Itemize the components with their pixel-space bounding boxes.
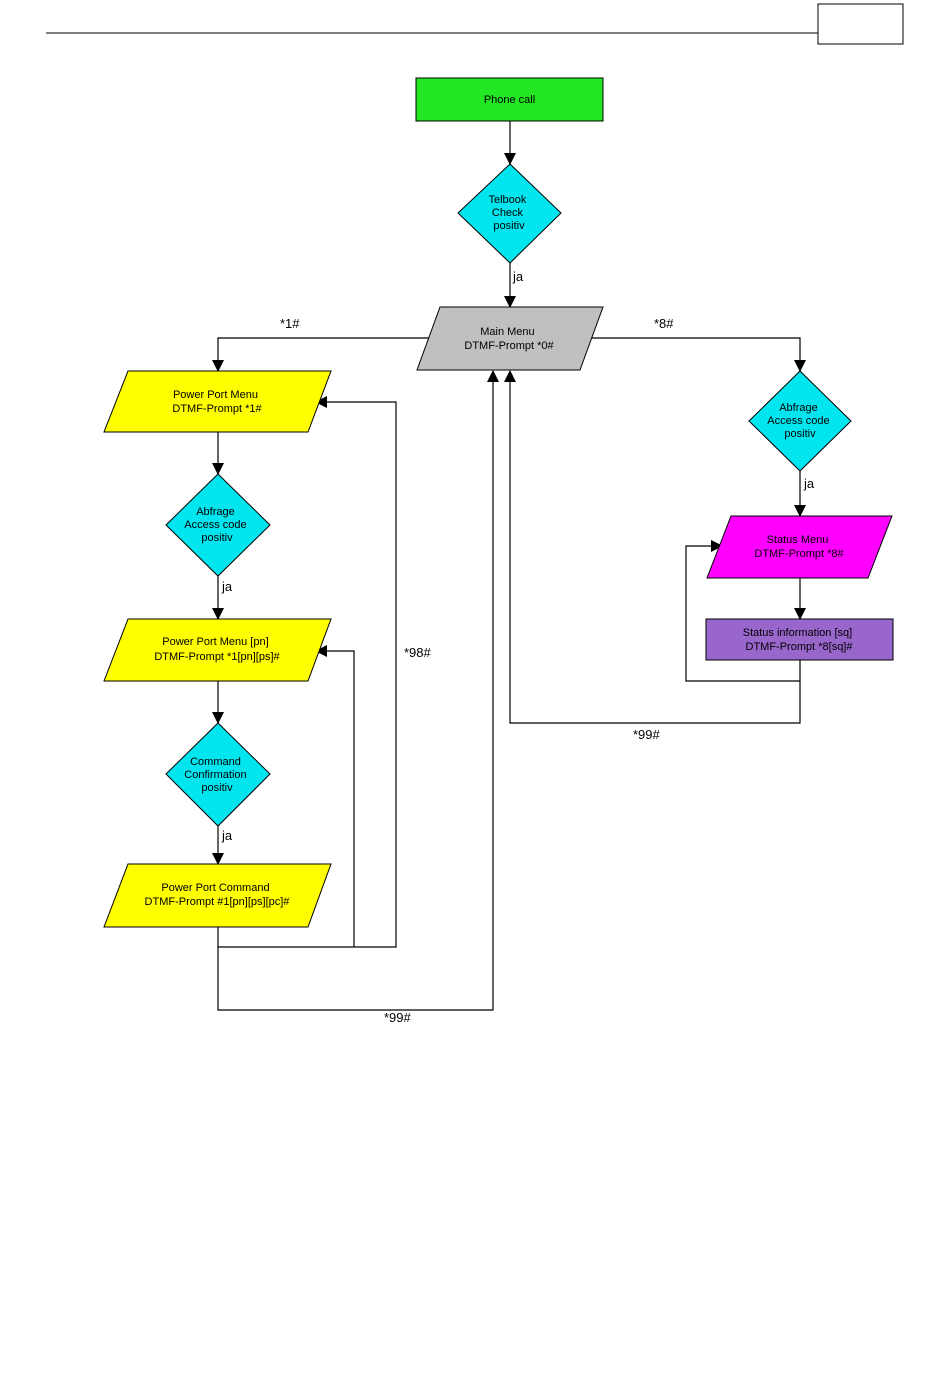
node-phone-call: Phone call [415,77,604,122]
power-port-menu-label: Power Port Menu DTMF-Prompt *1# [172,389,262,415]
telbook-diamond [457,163,562,264]
node-status-menu: Status Menu DTMF-Prompt *8# [706,515,893,579]
connectors [212,121,806,1011]
node-abfrage-right: Abfrage Access code positiv [748,370,852,472]
abfrage-left-label: Abfrage Access code positiv [184,506,249,544]
page-number-box [817,3,904,45]
node-telbook-check: Telbook Check positiv [457,163,562,264]
label-ja-abfrage-left: ja [221,579,233,594]
phone-call-label: Phone call [484,94,535,106]
label-star99-left: *99# [384,1010,412,1025]
node-command-confirmation: Command Confirmation positiv [165,722,271,827]
telbook-label: Telbook Check positiv [489,194,530,232]
node-main-menu: Main Menu DTMF-Prompt *0# [416,306,604,371]
node-status-information: Status information [sq] DTMF-Prompt *8[s… [705,618,894,661]
node-power-port-command: Power Port Command DTMF-Prompt #1[pn][ps… [103,863,332,928]
status-menu-label: Status Menu DTMF-Prompt *8# [754,534,844,560]
abfrage-right-diamond [748,370,852,472]
abfrage-left-diamond [165,473,271,577]
node-power-port-menu: Power Port Menu DTMF-Prompt *1# [103,370,332,433]
power-port-menu-shape [103,370,332,433]
edge-main-to-abfrage-right [590,337,806,372]
node-abfrage-left: Abfrage Access code positiv [165,473,271,577]
command-confirmation-diamond [165,722,271,827]
label-star99-right: *99# [633,727,661,742]
label-star1: *1# [280,316,300,331]
power-port-menu-pn-shape [103,618,332,682]
edge-ppc-to-main-99 [217,370,499,1011]
label-ja-command: ja [221,828,233,843]
edge-main-to-power-port-menu [212,337,430,372]
label-star98: *98# [404,645,432,660]
phone-call-box [415,77,604,122]
main-menu-shape [416,306,604,371]
main-menu-label: Main Menu DTMF-Prompt *0# [464,326,554,352]
label-ja-abfrage-right: ja [803,476,815,491]
status-menu-shape [706,515,893,579]
label-ja-telbook: ja [512,269,524,284]
edge-labels: ja *1# *8# ja ja *98# ja *99# *99# [221,269,815,1025]
abfrage-right-label: Abfrage Access code positiv [767,402,832,440]
power-port-command-shape [103,863,332,928]
power-port-command-label: Power Port Command DTMF-Prompt #1[pn][ps… [145,882,291,908]
power-port-menu-pn-label: Power Port Menu [pn] DTMF-Prompt *1[pn][… [154,636,280,663]
status-information-label: Status information [sq] DTMF-Prompt *8[s… [743,627,856,653]
edge-ppc-to-ppm-98 [217,396,397,948]
edge-info-loop-to-status [685,540,801,682]
node-power-port-menu-pn: Power Port Menu [pn] DTMF-Prompt *1[pn][… [103,618,332,682]
edge-ppc-to-ppm-pn [315,645,355,947]
edge-info-to-main-99 [504,370,801,724]
status-information-box [705,618,894,661]
label-star8: *8# [654,316,674,331]
command-confirmation-label: Command Confirmation positiv [184,756,249,794]
